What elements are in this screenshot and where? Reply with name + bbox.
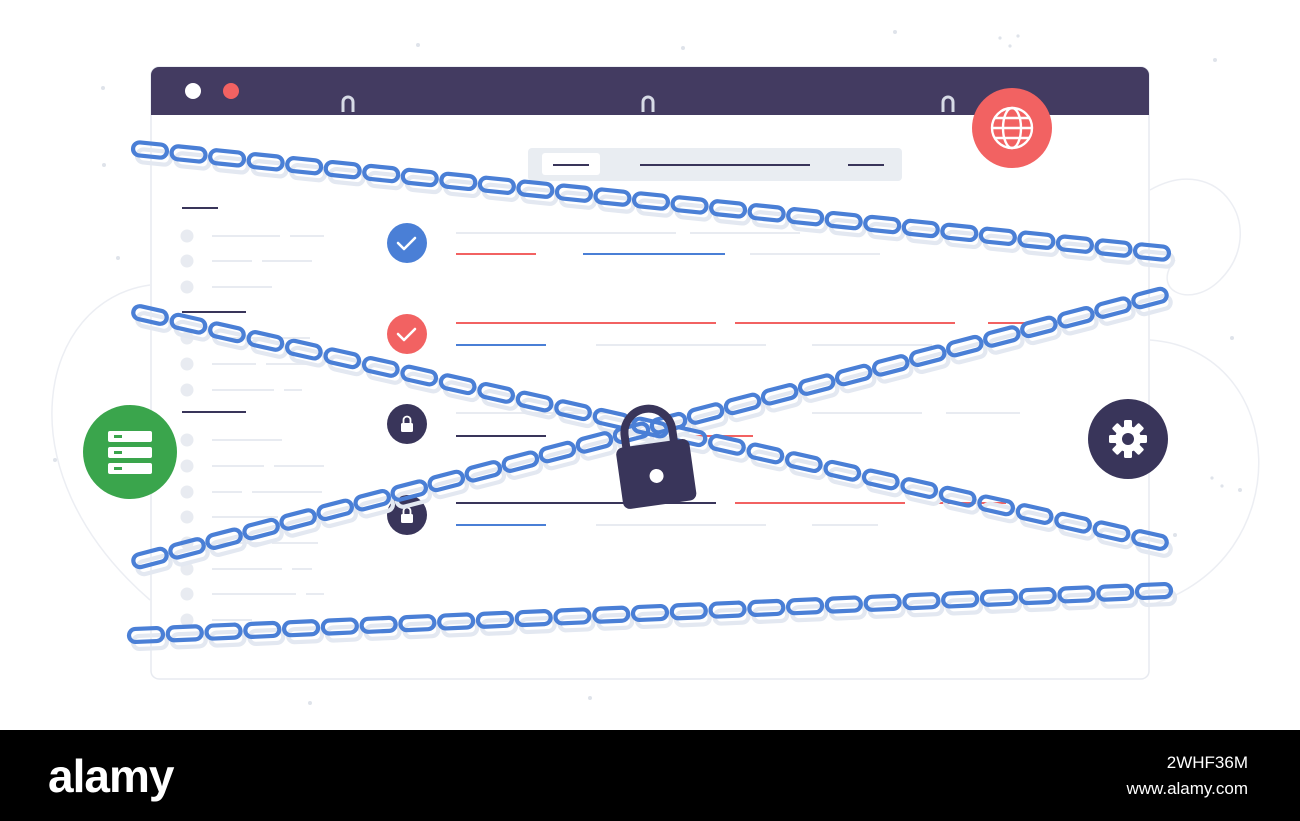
window-title-bar bbox=[151, 67, 1149, 115]
illustration-scene bbox=[51, 30, 1260, 705]
sidebar-heading-1 bbox=[182, 207, 218, 209]
window-minimize-dot-icon[interactable] bbox=[223, 83, 239, 99]
sidebar-heading-2 bbox=[182, 311, 246, 313]
settings-badge[interactable] bbox=[1088, 399, 1168, 479]
server-badge[interactable] bbox=[83, 405, 177, 499]
server-icon bbox=[108, 431, 152, 474]
site-url[interactable]: www.alamy.com bbox=[1126, 779, 1248, 798]
globe-icon bbox=[990, 106, 1034, 150]
image-id: 2WHF36M bbox=[1166, 753, 1248, 772]
browser-window bbox=[150, 66, 1150, 680]
globe-badge[interactable] bbox=[972, 88, 1052, 168]
window-close-dot-icon[interactable] bbox=[185, 83, 201, 99]
search-bar[interactable] bbox=[528, 148, 902, 181]
watermark-footer: alamy 2WHF36M www.alamy.com bbox=[0, 730, 1300, 821]
check-icon bbox=[387, 223, 427, 263]
gear-icon bbox=[1109, 420, 1147, 458]
background-decorations bbox=[51, 178, 1260, 606]
content-row-1 bbox=[387, 223, 880, 263]
check-icon bbox=[387, 314, 427, 354]
padlock-icon bbox=[616, 404, 697, 509]
illustration-canvas bbox=[51, 30, 1260, 705]
sidebar-heading-3 bbox=[182, 411, 246, 413]
content-row-2 bbox=[387, 314, 1028, 354]
alamy-logo: alamy bbox=[48, 750, 174, 802]
chain-hook-icon bbox=[341, 95, 955, 112]
